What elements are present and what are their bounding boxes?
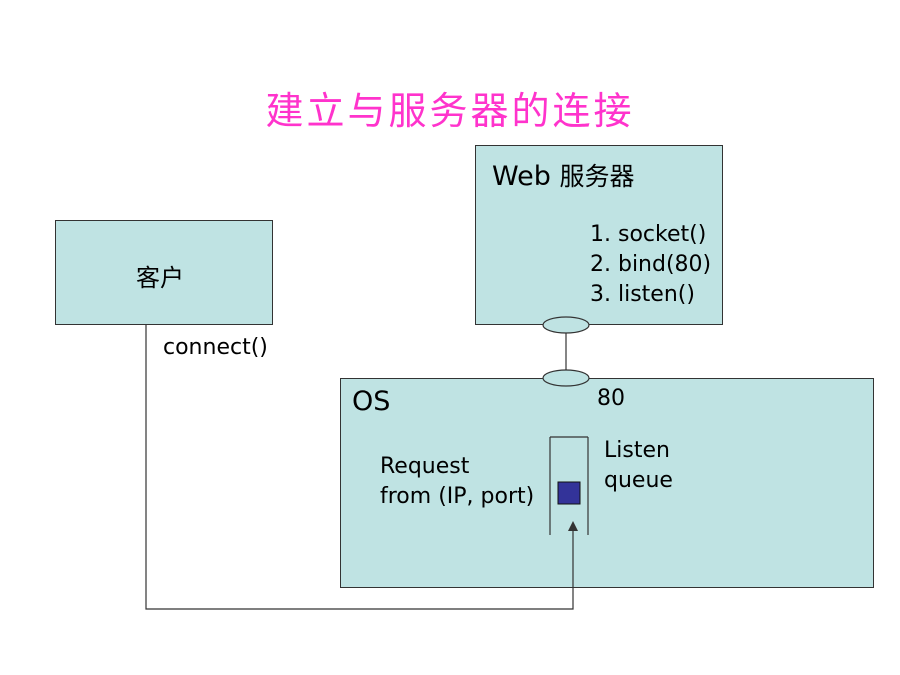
step-socket: 1. socket() xyxy=(590,222,707,247)
request-label: Request from (IP, port) xyxy=(380,452,534,512)
listen-line-2: queue xyxy=(604,468,673,493)
port-label: 80 xyxy=(597,386,625,411)
queue-item xyxy=(557,481,581,505)
web-server-box xyxy=(475,145,723,325)
connect-arrowhead xyxy=(568,521,578,531)
web-socket-ellipse xyxy=(542,316,590,334)
connect-call-label: connect() xyxy=(163,335,268,360)
os-box xyxy=(340,378,874,588)
os-label: OS xyxy=(352,386,391,417)
request-line-2: from (IP, port) xyxy=(380,484,535,509)
request-line-1: Request xyxy=(380,454,470,479)
slide-title: 建立与服务器的连接 xyxy=(265,89,635,133)
listen-queue-label: Listen queue xyxy=(604,436,673,496)
web-title-latin: Web xyxy=(492,161,551,192)
web-title-cn: 服务器 xyxy=(559,162,635,191)
listen-line-1: Listen xyxy=(604,438,670,463)
os-socket-ellipse xyxy=(542,369,590,387)
client-label: 客户 xyxy=(136,264,184,292)
step-listen: 3. listen() xyxy=(590,282,695,307)
step-bind: 2. bind(80) xyxy=(590,252,712,277)
client-box xyxy=(55,220,273,325)
connect-path xyxy=(145,325,574,610)
server-steps-list: 1. socket() 2. bind(80) 3. listen() xyxy=(590,220,711,310)
web-server-title: Web 服务器 xyxy=(492,160,634,194)
